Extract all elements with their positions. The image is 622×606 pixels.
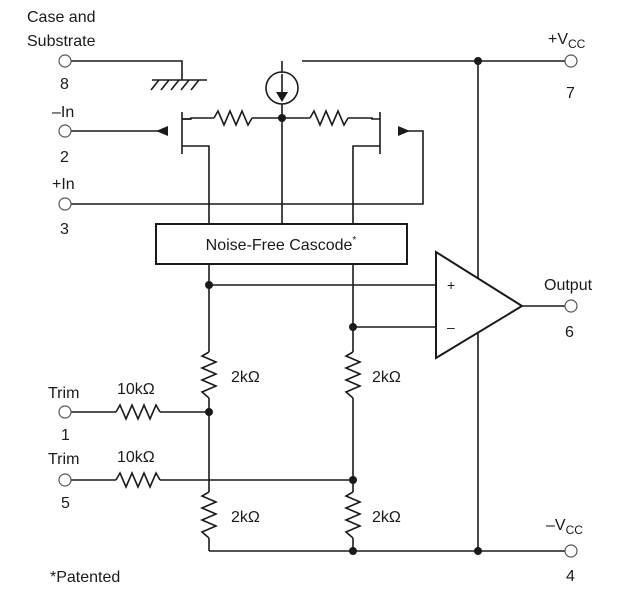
- resistor-trim1: [115, 402, 161, 422]
- cascode-label: Noise-Free Cascode*: [206, 235, 357, 254]
- pin-7-number: 7: [566, 85, 575, 102]
- cascode-block: Noise-Free Cascode*: [155, 223, 408, 265]
- trim1-label: Trim: [48, 385, 79, 402]
- resistor-bot-right-value: 2kΩ: [372, 509, 401, 526]
- footnote: *Patented: [50, 569, 120, 586]
- case-label-line2: Substrate: [27, 33, 96, 50]
- resistor-trim5: [115, 470, 161, 490]
- opamp-minus-sign: –: [447, 319, 455, 335]
- case-label-line1: Case and: [27, 9, 96, 26]
- neg-in-label: –In: [52, 104, 74, 121]
- left-jfet-icon: [156, 112, 191, 154]
- resistor-top-right-value: 2kΩ: [372, 369, 401, 386]
- pin-4-number: 4: [566, 568, 575, 585]
- resistor-right-upper: [343, 351, 363, 399]
- pin-8-terminal: [58, 54, 72, 68]
- pin-5-terminal: [58, 473, 72, 487]
- pin-6-number: 6: [565, 324, 574, 341]
- resistor-trim5-value: 10kΩ: [117, 449, 155, 466]
- current-source-icon: [265, 71, 299, 105]
- output-label: Output: [544, 277, 593, 294]
- resistor-trim1-value: 10kΩ: [117, 381, 155, 398]
- resistor-right-lower: [343, 491, 363, 539]
- wires: [71, 60, 565, 552]
- resistor-top-left-drain: [213, 108, 253, 128]
- junction-dots: [205, 57, 482, 555]
- pin-8-number: 8: [60, 76, 69, 93]
- pin-1-number: 1: [61, 427, 70, 444]
- pin-7-terminal: [564, 54, 578, 68]
- vcc-neg-label: –VCC: [546, 517, 583, 537]
- pin-3-number: 3: [60, 221, 69, 238]
- pos-in-label: +In: [52, 176, 75, 193]
- trim5-label: Trim: [48, 451, 79, 468]
- ground-icon: [150, 79, 207, 91]
- pin-4-terminal: [564, 544, 578, 558]
- pin-3-terminal: [58, 197, 72, 211]
- pin-2-terminal: [58, 124, 72, 138]
- resistor-bot-left-value: 2kΩ: [231, 509, 260, 526]
- resistor-left-upper: [199, 351, 219, 399]
- resistor-top-left-value: 2kΩ: [231, 369, 260, 386]
- pin-5-number: 5: [61, 495, 70, 512]
- pin-1-terminal: [58, 405, 72, 419]
- opamp-icon: + –: [435, 250, 524, 360]
- pin-6-terminal: [564, 299, 578, 313]
- opamp-plus-sign: +: [447, 277, 455, 293]
- vcc-pos-label: +VCC: [548, 31, 586, 51]
- resistor-top-right-drain: [309, 108, 349, 128]
- pin-2-number: 2: [60, 149, 69, 166]
- resistor-left-lower: [199, 491, 219, 539]
- right-jfet-icon: [379, 112, 410, 154]
